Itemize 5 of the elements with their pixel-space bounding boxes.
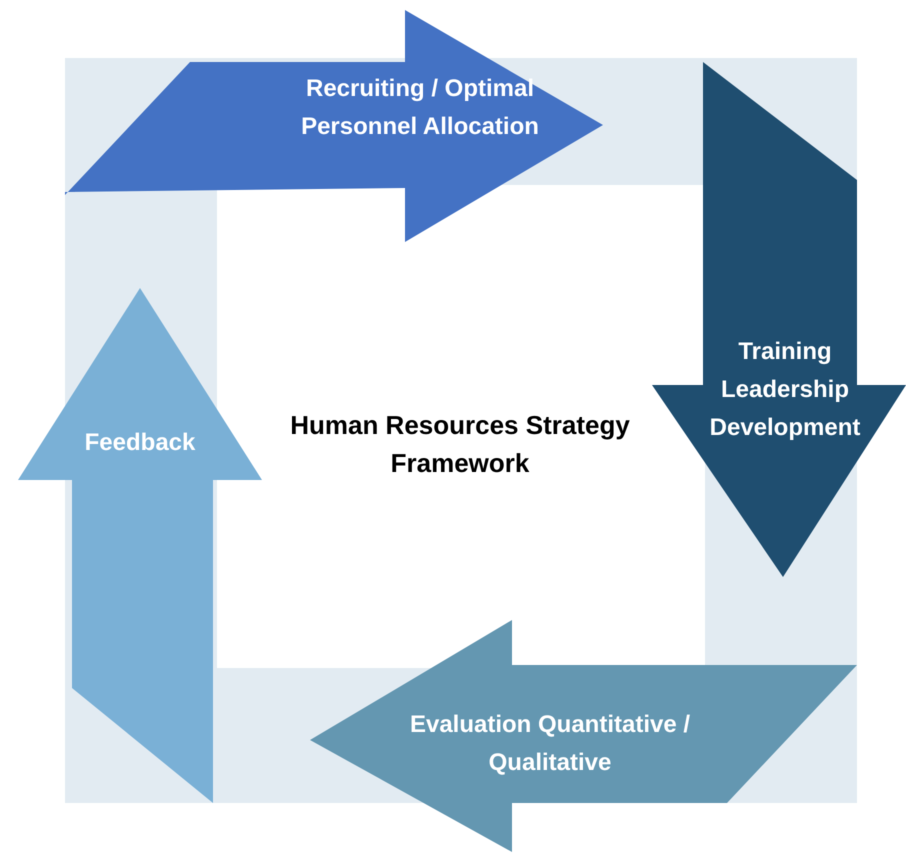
arrow-label: Feedback [84, 428, 196, 458]
arrow-label: Training Leadership Development [708, 337, 862, 443]
arrow-label: Recruiting / Optimal Personnel Allocation [300, 74, 540, 142]
diagram-title: Human Resources Strategy Framework [289, 409, 631, 480]
arrow-label: Evaluation Quantitative / Qualitative [408, 710, 692, 778]
